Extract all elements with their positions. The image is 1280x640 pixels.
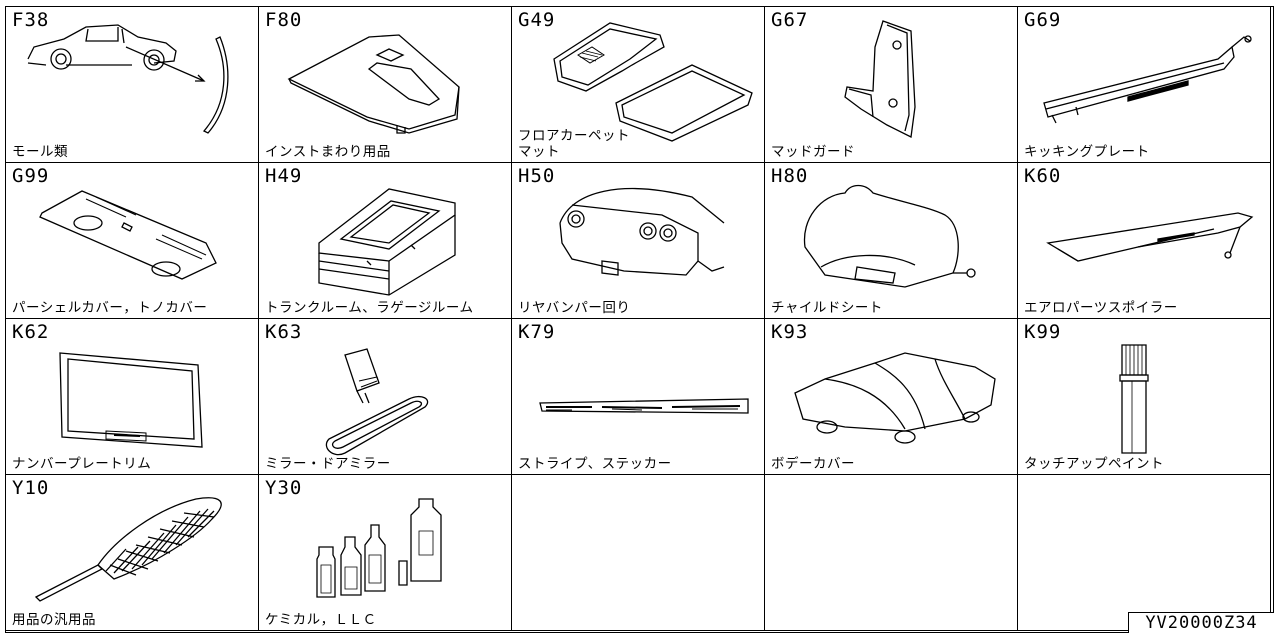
catalog-cell-y30[interactable]: Y30 ケミカル，ＬＬＣ [259,475,512,631]
part-label: 用品の汎用品 [12,612,96,628]
part-code: G67 [771,9,809,31]
part-code: K63 [265,321,303,343]
part-label: トランクルーム、ラゲージルーム [265,300,474,316]
part-code: Y10 [12,477,50,499]
license-plate-rim-icon [6,319,259,475]
part-label: フロアカーペット マット [518,128,630,160]
floor-mat-icon [512,7,765,163]
rear-bumper-icon [512,163,765,319]
part-code: K62 [12,321,50,343]
part-label: ミラー・ドアミラー [265,456,391,472]
catalog-cell-y10[interactable]: Y10 用品の汎用品 [6,475,259,631]
part-code: H50 [518,165,556,187]
catalog-cell-h80[interactable]: H80 チャイルドシート [765,163,1018,319]
part-label: ストライプ、ステッカー [518,456,672,472]
duster-icon [6,475,259,631]
body-cover-icon [765,319,1018,475]
mirror-icon [259,319,512,475]
catalog-cell-g49[interactable]: G49 フロアカーペット マット [512,7,765,163]
catalog-cell-k99[interactable]: K99 タッチアップペイント [1018,319,1271,475]
part-code: H49 [265,165,303,187]
part-label: インストまわり用品 [265,144,391,160]
spoiler-icon [1018,163,1271,319]
part-code: K93 [771,321,809,343]
stripe-sticker-icon [512,319,765,475]
part-label: ケミカル，ＬＬＣ [265,612,377,628]
car-molding-icon [6,7,259,163]
part-label: チャイルドシート [771,300,883,316]
catalog-cell-g69[interactable]: G69 キッキングプレート [1018,7,1271,163]
part-code: G69 [1024,9,1062,31]
mud-guard-icon [765,7,1018,163]
part-label: マッドガード [771,144,855,160]
catalog-cell-f80[interactable]: F80 インストまわり用品 [259,7,512,163]
part-code: F38 [12,9,50,31]
catalog-cell-k79[interactable]: K79 ストライプ、ステッカー [512,319,765,475]
part-code: K79 [518,321,556,343]
catalog-cell-g99[interactable]: G99 パーシェルカバー，トノカバー [6,163,259,319]
reference-code: YV20000Z34 [1128,612,1274,633]
catalog-cell-k93[interactable]: K93 ボデーカバー [765,319,1018,475]
chemical-bottles-icon [259,475,512,631]
trunk-box-icon [259,163,512,319]
parts-catalog-grid: F38 モール類 F80 インストまわり用品 [5,6,1274,633]
catalog-cell-empty [1018,475,1271,631]
catalog-cell-k62[interactable]: K62 ナンバープレートリム [6,319,259,475]
part-code: G49 [518,9,556,31]
catalog-cell-f38[interactable]: F38 モール類 [6,7,259,163]
catalog-cell-empty [765,475,1018,631]
part-label: タッチアップペイント [1024,456,1164,472]
part-label: モール類 [12,144,68,160]
part-label: リヤバンパー回り [518,300,631,316]
catalog-cell-k60[interactable]: K60 エアロパーツスポイラー [1018,163,1271,319]
kicking-plate-icon [1018,7,1271,163]
catalog-cell-empty [512,475,765,631]
instrument-panel-icon [259,7,512,163]
catalog-cell-k63[interactable]: K63 ミラー・ドアミラー [259,319,512,475]
catalog-cell-h50[interactable]: H50 リヤバンパー回り [512,163,765,319]
part-code: Y30 [265,477,303,499]
part-code: K60 [1024,165,1062,187]
part-label: エアロパーツスポイラー [1024,300,1178,316]
part-code: K99 [1024,321,1062,343]
touch-up-paint-icon [1018,319,1271,475]
catalog-cell-h49[interactable]: H49 トランクルーム、ラゲージルーム [259,163,512,319]
child-seat-icon [765,163,1018,319]
part-code: G99 [12,165,50,187]
part-code: H80 [771,165,809,187]
part-label: ボデーカバー [771,456,855,472]
catalog-cell-g67[interactable]: G67 マッドガード [765,7,1018,163]
parcel-shelf-icon [6,163,259,319]
part-code: F80 [265,9,303,31]
part-label: キッキングプレート [1024,144,1150,160]
part-label: ナンバープレートリム [12,456,152,472]
part-label: パーシェルカバー，トノカバー [12,300,208,316]
